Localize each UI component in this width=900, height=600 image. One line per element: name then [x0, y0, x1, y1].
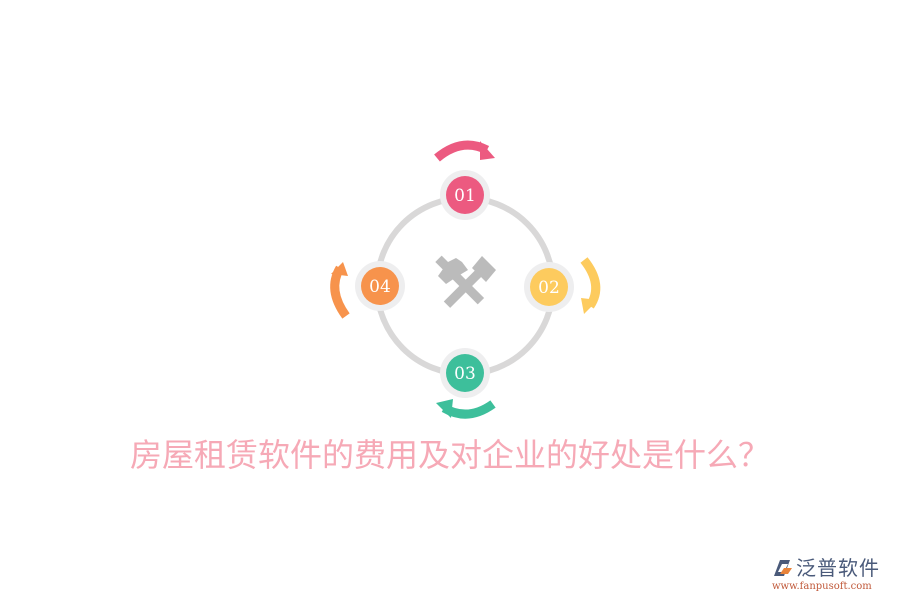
page-title: 房屋租赁软件的费用及对企业的好处是什么？ [129, 436, 770, 474]
brand-url: www.fanpusoft.com [772, 581, 872, 592]
node-03-label: 03 [454, 364, 476, 384]
node-04: 04 [355, 261, 405, 311]
arrow-bottom-icon [436, 399, 496, 419]
brand-logo: 泛普软件 www.fanpusoft.com [770, 552, 895, 596]
arrow-top-icon [434, 140, 495, 162]
arrow-right-icon [580, 257, 601, 314]
node-04-label: 04 [369, 277, 391, 297]
node-03: 03 [440, 348, 490, 398]
brand-name: 泛普软件 [796, 556, 880, 580]
node-01: 01 [440, 170, 490, 220]
node-02-label: 02 [538, 278, 560, 298]
node-02: 02 [524, 262, 574, 312]
hammer-crossed-icon [435, 255, 496, 308]
arrow-left-icon [330, 262, 350, 319]
node-01-label: 01 [454, 186, 476, 206]
fanpu-logo-icon [774, 559, 792, 576]
